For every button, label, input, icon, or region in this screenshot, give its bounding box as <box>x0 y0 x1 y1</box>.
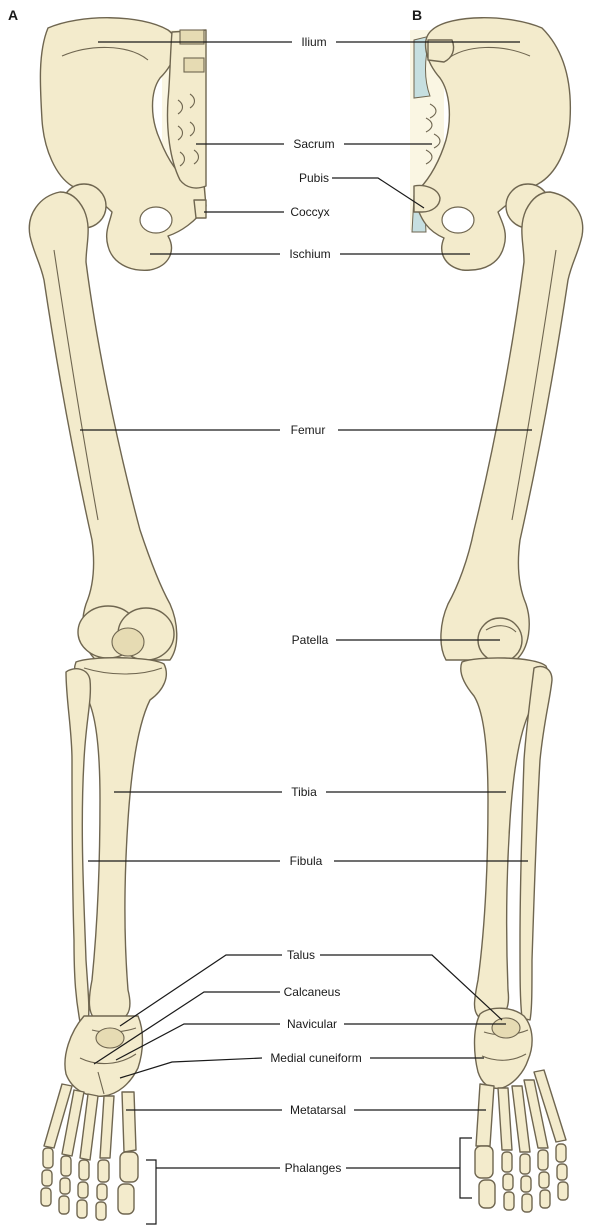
phalanges-right <box>475 1144 568 1212</box>
label-ilium: Ilium <box>301 35 326 49</box>
label-calcaneus: Calcaneus <box>284 985 341 999</box>
label-fibula: Fibula <box>290 854 323 868</box>
label-phalanges: Phalanges <box>285 1161 342 1175</box>
label-medial-cuneiform: Medial cuneiform <box>270 1051 361 1065</box>
label-metatarsal: Metatarsal <box>290 1103 346 1117</box>
left-limb-bones <box>29 18 206 1220</box>
leader-talus-left <box>120 955 282 1026</box>
patella-left <box>112 628 144 656</box>
label-pubis: Pubis <box>299 171 329 185</box>
sacrum-left <box>168 30 207 188</box>
label-patella: Patella <box>292 633 329 647</box>
right-limb-bones <box>410 18 583 1212</box>
bracket-phalanges-left <box>146 1160 156 1224</box>
label-navicular: Navicular <box>287 1017 337 1031</box>
foot-tarsals-left <box>65 1016 143 1096</box>
leader-pubis <box>330 178 424 208</box>
label-femur: Femur <box>291 423 326 437</box>
talus-right <box>492 1018 520 1038</box>
talus-left <box>96 1028 124 1048</box>
label-coccyx: Coccyx <box>290 205 329 219</box>
label-tibia: Tibia <box>291 785 317 799</box>
label-sacrum: Sacrum <box>293 137 334 151</box>
panel-letter-a: A <box>8 7 18 23</box>
labels: Ilium Sacrum Pubis Coccyx Ischium Femur … <box>267 34 364 1176</box>
obturator-foramen-left <box>140 207 172 233</box>
bracket-phalanges-right <box>460 1138 472 1198</box>
panel-letter-b: B <box>412 7 422 23</box>
label-talus: Talus <box>287 948 315 962</box>
obturator-foramen-right <box>442 207 474 233</box>
leader-medial-cuneiform-left <box>120 1058 262 1078</box>
metatarsals-left <box>44 1084 136 1160</box>
label-ischium: Ischium <box>289 247 330 261</box>
coccyx-left <box>194 200 206 218</box>
fibula-left <box>66 669 90 1022</box>
